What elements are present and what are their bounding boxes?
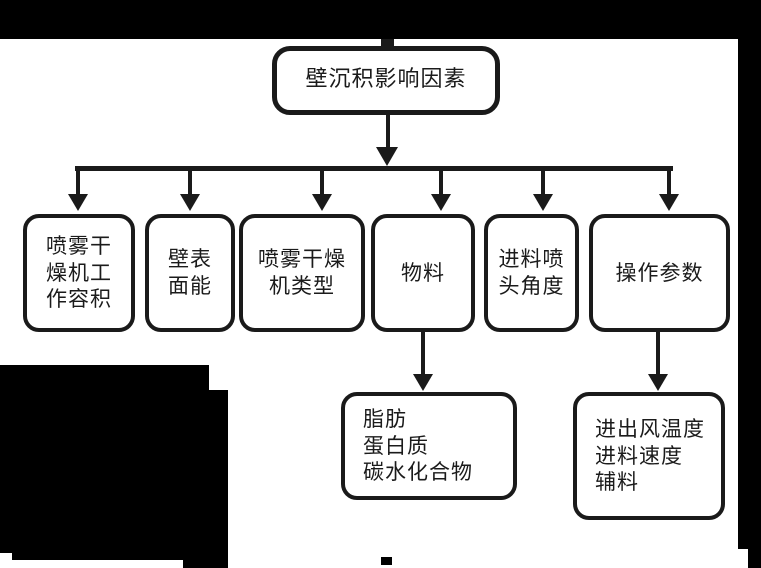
node-spray-dryer-type[interactable]: 喷雾干燥 机类型 (239, 214, 365, 332)
arrowhead-bus-to-surface (180, 194, 200, 211)
connector-bus-to-params (667, 166, 671, 196)
arrowhead-material-to-components (413, 374, 433, 391)
arrowhead-bus-to-angle (533, 194, 553, 211)
artifact-right-band (738, 39, 761, 549)
connector-material-to-components (421, 332, 425, 376)
artifact-top-band (0, 0, 761, 39)
arrowhead-bus-to-params (659, 194, 679, 211)
connector-bus-to-material (439, 166, 443, 196)
arrowhead-params-to-operating (648, 374, 668, 391)
node-material-components[interactable]: 脂肪 蛋白质 碳水化合物 (341, 392, 517, 500)
connector-params-to-operating (656, 332, 660, 376)
arrowhead-bus-to-material (431, 194, 451, 211)
connector-bus-bar (75, 166, 673, 171)
artifact-lower-left-notch (183, 525, 228, 568)
connector-bus-to-angle (541, 166, 545, 196)
node-root-wall-deposition-factors[interactable]: 壁沉积影响因素 (272, 46, 500, 115)
connector-bus-to-volume (76, 166, 80, 196)
node-operating-parameters[interactable]: 操作参数 (589, 214, 730, 332)
artifact-bottom-speck (381, 557, 392, 565)
node-feed-nozzle-angle[interactable]: 进料喷 头角度 (484, 214, 579, 332)
connector-bus-to-surface (188, 166, 192, 196)
node-material[interactable]: 物料 (371, 214, 475, 332)
arrowhead-bus-to-type (312, 194, 332, 211)
arrowhead-root-to-bus (376, 147, 398, 166)
node-operating-settings[interactable]: 进出风温度 进料速度 辅料 (573, 392, 725, 520)
connector-bus-to-type (320, 166, 324, 196)
node-wall-surface-energy[interactable]: 壁表 面能 (145, 214, 235, 332)
artifact-bottom-right-corner (748, 548, 761, 568)
node-spray-dryer-working-volume[interactable]: 喷雾干 燥机工 作容积 (23, 214, 135, 332)
arrowhead-bus-to-volume (68, 194, 88, 211)
connector-root-to-bus (386, 115, 390, 149)
